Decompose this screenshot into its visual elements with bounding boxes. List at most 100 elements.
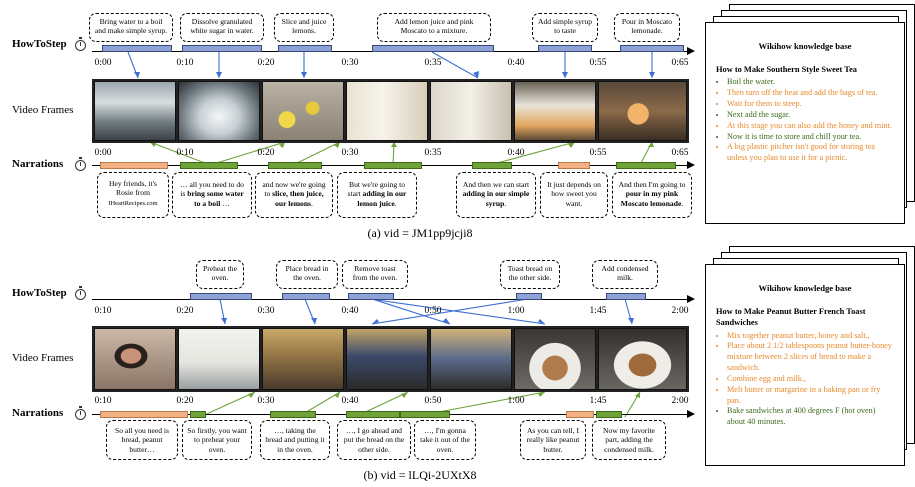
step-bubble: Slice and juice lemons. <box>274 13 334 42</box>
video-frame <box>94 81 176 141</box>
step-segment <box>190 293 252 300</box>
narration-bubble: …, I go ahead and put the bread on the o… <box>337 420 411 460</box>
knowledge-base-steps: Boil the water. Then turn off the heat a… <box>716 77 894 164</box>
narration-key-phrase: slice, then juice, our lemons <box>272 189 324 208</box>
knowledge-base-step: Now it is time to store and chill your t… <box>727 132 894 143</box>
video-frame <box>346 81 428 141</box>
knowledge-base-step: At this stage you can also add the honey… <box>727 121 894 132</box>
knowledge-base-step: Boil the water. <box>727 77 894 88</box>
knowledge-base-step: Mix together peanut butter, honey and sa… <box>727 331 894 342</box>
narration-bubble: …, I'm gonna take it out of the oven. <box>414 420 476 460</box>
step-bubble: Place bread in the oven. <box>276 260 338 289</box>
narration-segment <box>596 411 622 418</box>
narration-bubble: Now my favorite part, adding the condens… <box>592 420 666 460</box>
narration-segment <box>180 162 238 169</box>
stopwatch-icon <box>75 37 86 51</box>
knowledge-base-card: Wikihow knowledge base How to Make South… <box>705 4 915 226</box>
tick-label: 0:20 <box>176 306 194 316</box>
knowledge-base-card: Wikihow knowledge base How to Make Peanu… <box>705 246 915 468</box>
narration-text: And then I'm going to <box>618 180 686 189</box>
tick-label: 0:40 <box>341 396 359 406</box>
knowledge-base-step: Then turn off the heat and add the bags … <box>727 88 894 99</box>
knowledge-base-sheet: Wikihow knowledge base How to Make Peanu… <box>705 264 905 466</box>
knowledge-base-header: Wikihow knowledge base <box>758 283 852 293</box>
narration-bubble: And then we can start adding in our simp… <box>456 172 536 218</box>
tick-label: 0:65 <box>671 58 689 68</box>
video-frame <box>178 81 260 141</box>
narration-bubble: As you can tell, I really like peanut bu… <box>520 420 586 460</box>
narration-bubble: Hey friends, it's Rosie from IHeartRecip… <box>97 172 169 218</box>
panel-b: Preheat the oven. Place bread in the ove… <box>0 244 915 487</box>
tick-label: 0:40 <box>507 148 525 158</box>
narration-text: . <box>504 198 507 208</box>
tick-label: 0:30 <box>341 58 359 68</box>
video-frames-label: Video Frames <box>12 352 74 364</box>
narration-segment <box>472 162 512 169</box>
narration-bubble: So all you need is bread, peanut butter… <box>106 420 178 460</box>
narration-segment <box>190 411 206 418</box>
video-frame <box>346 328 428 390</box>
tick-label: 0:10 <box>94 306 112 316</box>
knowledge-base-step: Next add the sugar. <box>727 110 894 121</box>
video-frame <box>94 328 176 390</box>
tick-label: 0:50 <box>424 306 442 316</box>
tick-label: 0:00 <box>94 148 112 158</box>
step-segment <box>516 293 542 300</box>
step-bubble: Remove toast from the oven. <box>342 260 408 289</box>
video-frame <box>430 328 512 390</box>
knowledge-base-step: Wait for them to steep. <box>727 99 894 110</box>
video-frame <box>430 81 512 141</box>
tick-label: 1:45 <box>589 306 607 316</box>
video-frame <box>262 328 344 390</box>
tick-label: 1:00 <box>507 306 525 316</box>
narration-key-phrase: adding in our lemon juice <box>357 189 407 208</box>
narration-text: … <box>220 198 230 208</box>
narration-segment <box>100 162 168 169</box>
knowledge-base-header: Wikihow knowledge base <box>758 41 852 51</box>
knowledge-base-step: A big plastic pitcher isn't good for sto… <box>727 142 894 164</box>
tick-label: 1:45 <box>589 396 607 406</box>
step-segment <box>620 45 684 52</box>
narration-segment <box>558 162 590 169</box>
step-bubble: Bring water to a boil and make simple sy… <box>89 13 173 42</box>
narrations-label: Narrations <box>12 158 64 170</box>
narration-text: But we're going to start <box>347 180 405 199</box>
knowledge-base-sheet: Wikihow knowledge base How to Make South… <box>705 22 905 224</box>
narration-text: . <box>311 198 313 208</box>
narration-text: . <box>681 198 684 208</box>
narration-segment <box>270 411 316 418</box>
step-segment <box>102 45 172 52</box>
tick-label: 0:10 <box>94 396 112 406</box>
step-bubble: Dissolve granulated white sugar in water… <box>180 13 264 42</box>
knowledge-base-step: Bake sandwiches at 400 degrees F (hot ov… <box>727 406 894 428</box>
tick-label: 0:20 <box>176 396 194 406</box>
narration-text: . <box>394 198 397 208</box>
step-bubble: Preheat the oven. <box>196 260 244 289</box>
stopwatch-icon <box>75 157 86 171</box>
narration-text: … all you need to do is <box>180 180 244 199</box>
tick-label: 2:00 <box>671 396 689 406</box>
step-bubble: Pour in Moscato lemonade. <box>614 13 680 42</box>
howtostep-label: HowToStep <box>12 287 67 299</box>
axis-arrow <box>687 410 695 418</box>
narration-source: IHeartRecipes.com <box>108 199 158 207</box>
video-frame <box>262 81 344 141</box>
narration-text: And then we can start <box>462 180 530 189</box>
knowledge-base-title: How to Make Southern Style Sweet Tea <box>716 65 857 75</box>
stopwatch-icon <box>75 406 86 420</box>
narration-bubble: But we're going to start adding in our l… <box>337 172 417 218</box>
tick-label: 0:65 <box>671 148 689 158</box>
step-bubble: Add simple syrup to taste <box>532 13 598 42</box>
step-segment <box>538 45 592 52</box>
tick-label: 0:20 <box>257 148 275 158</box>
tick-label: 1:00 <box>507 396 525 406</box>
tick-label: 0:40 <box>341 306 359 316</box>
narration-segment <box>346 411 400 418</box>
narration-text: and now we're going to <box>262 180 326 199</box>
tick-label: 0:55 <box>589 58 607 68</box>
tick-label: 0:30 <box>341 148 359 158</box>
video-frame <box>598 81 687 141</box>
caption-b: (b) vid = lLQi-2UXtX8 <box>363 468 477 482</box>
tick-label: 0:40 <box>507 58 525 68</box>
narration-bubble: It just depends on how sweet you want. <box>540 172 608 218</box>
